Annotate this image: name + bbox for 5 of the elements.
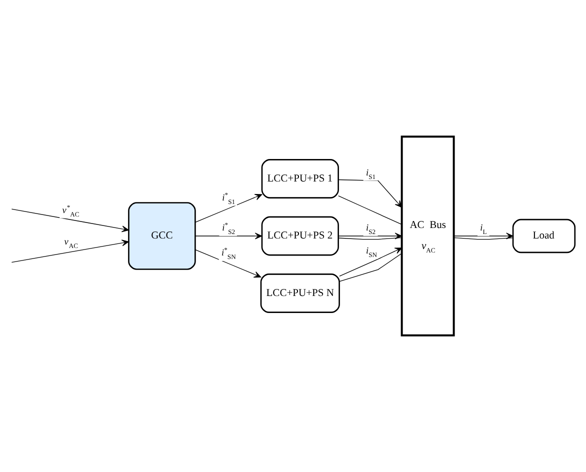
edge-label: i$_{S1}$ (366, 167, 376, 181)
edge-label: v$_{AC}$ (64, 236, 78, 250)
edge-label: i$_{S2}$ (366, 222, 376, 236)
edge-label: i$_{L}$ (480, 222, 487, 236)
edge-label: i$_{SN}$ (366, 246, 378, 260)
